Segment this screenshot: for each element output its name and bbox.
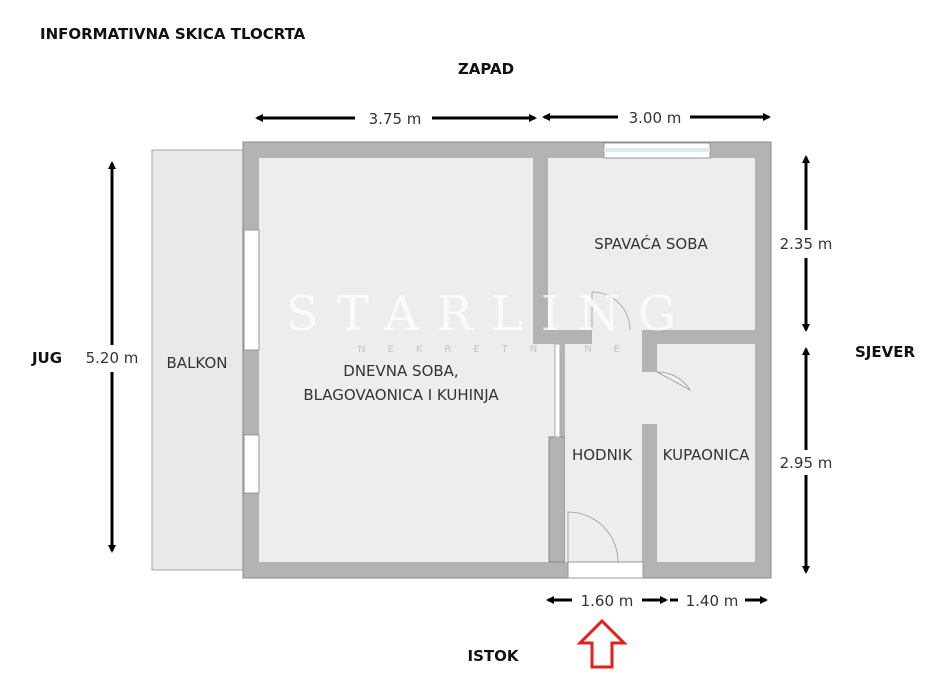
door-swing: [591, 291, 631, 331]
compass-east: ISTOK: [468, 647, 520, 665]
bathroom: [657, 344, 755, 562]
hallway: [565, 344, 642, 562]
dim-top-left: 3.75 m: [369, 110, 422, 128]
dim-right-bottom: 2.95 m: [780, 454, 833, 472]
watermark-sub: NEKRETNINE: [358, 344, 642, 355]
dim-bottom-left: 1.60 m: [581, 592, 634, 610]
partition-glass: [554, 343, 561, 438]
dim-bottom-right: 1.40 m: [686, 592, 739, 610]
room-label-living-1: DNEVNA SOBA,: [343, 362, 458, 380]
room-label-bedroom: SPAVAĆA SOBA: [594, 234, 708, 253]
door-swing: [567, 511, 619, 563]
room-label-hallway: HODNIK: [572, 446, 633, 464]
plan-title: INFORMATIVNA SKICA TLOCRTA: [40, 25, 306, 43]
watermark: STARLING: [286, 286, 694, 342]
entrance-arrow-icon: [576, 618, 628, 669]
compass-north: SJEVER: [855, 343, 915, 361]
bathroom-door-opening: [642, 372, 657, 424]
room-label-balcony: BALKON: [167, 354, 228, 372]
balcony: [151, 149, 244, 571]
dim-top-right: 3.00 m: [629, 109, 682, 127]
dimension-arrows: [108, 113, 810, 604]
bedroom: [548, 158, 755, 330]
window: [243, 434, 260, 494]
window-glass: [604, 148, 710, 152]
compass-south: JUG: [31, 349, 62, 367]
window: [243, 229, 260, 351]
door-swing: [656, 371, 692, 392]
compass-west: ZAPAD: [458, 60, 514, 78]
room-label-bathroom: KUPAONICA: [663, 446, 750, 464]
dim-right-top: 2.35 m: [780, 235, 833, 253]
room-label-living-2: BLAGOVAONICA I KUHINJA: [303, 386, 499, 404]
living-room: [259, 158, 533, 562]
hallway-wall: [548, 436, 566, 563]
dim-left: 5.20 m: [86, 349, 139, 367]
entrance-door: [567, 561, 644, 579]
bedroom-door-opening: [592, 330, 642, 344]
